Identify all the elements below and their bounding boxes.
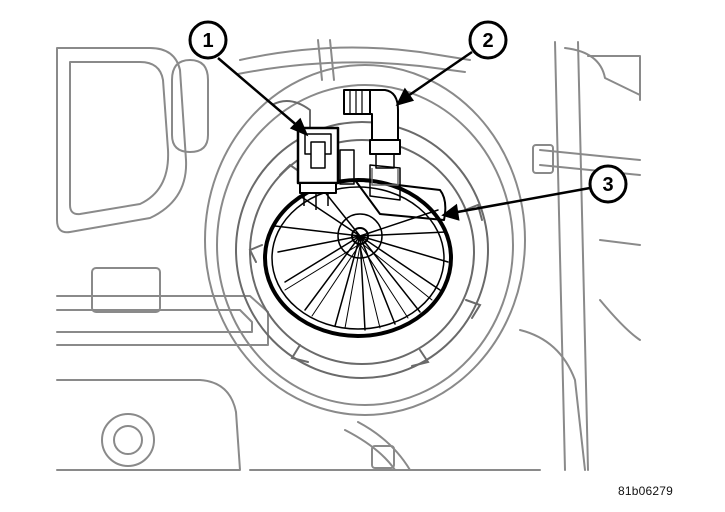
leader-2-arrow <box>395 87 415 106</box>
left-slot <box>171 59 209 153</box>
lower-left-hole-inner <box>113 425 143 455</box>
fuel-line-nipple <box>375 154 395 169</box>
callout-3-circle <box>588 164 628 204</box>
connector-wire <box>271 100 311 130</box>
tank-opening <box>204 64 526 416</box>
lock-ring-tab-6 <box>248 244 263 263</box>
flange-rib-doubles <box>284 241 433 329</box>
pump-module-flange <box>263 164 453 338</box>
callout-1-circle <box>188 20 228 60</box>
hose-lower-2 <box>357 421 411 471</box>
leader-1 <box>217 57 301 129</box>
fuel-line-fitting <box>343 89 401 186</box>
fuel-line-collar <box>369 139 401 155</box>
connector-pins <box>303 193 329 210</box>
lock-ring-tab-5 <box>411 349 430 367</box>
lower-left-shape <box>56 379 241 471</box>
background-structure <box>56 39 641 471</box>
right-lower-3 <box>599 299 641 341</box>
top-strap-2 <box>237 61 466 75</box>
left-upper-panel <box>56 47 188 234</box>
strap-block <box>91 267 161 313</box>
left-strap <box>56 295 269 346</box>
callout-1-number: 1 <box>202 30 213 52</box>
figure-id-label: 81b06279 <box>618 484 673 498</box>
fuel-line-end <box>343 89 371 115</box>
lock-ring-outer <box>235 121 489 379</box>
callout-1: 1 <box>188 20 228 60</box>
leader-1-arrow <box>289 117 309 137</box>
connector-lock <box>310 141 326 169</box>
fuel-line-ribs <box>349 90 363 114</box>
leader-3-arrow <box>441 203 460 221</box>
callout-3: 3 <box>588 164 628 204</box>
fuel-line-neck <box>371 168 399 186</box>
callout-2-circle <box>468 20 508 60</box>
leader-3 <box>451 186 591 215</box>
connector-base <box>299 182 337 194</box>
callout-2: 2 <box>468 20 508 60</box>
hose-lower <box>344 429 396 471</box>
flange-housing <box>354 179 447 221</box>
right-cross-2 <box>539 164 641 176</box>
left-upper-panel-inner <box>69 61 170 216</box>
lower-clip <box>371 445 395 469</box>
lock-ring-tab-3 <box>465 299 482 319</box>
flange-inner <box>271 186 445 330</box>
tank-ring-2 <box>216 84 514 406</box>
right-rail <box>554 41 566 471</box>
right-cross <box>539 149 641 161</box>
top-strap <box>239 46 471 61</box>
flange-ribs <box>274 185 449 331</box>
right-rail-2 <box>577 41 589 471</box>
lock-ring-tab-2 <box>464 203 483 221</box>
callout-leaders <box>217 50 591 221</box>
lock-ring-inner <box>249 139 475 365</box>
right-lower-2 <box>599 239 641 246</box>
callout-3-number: 3 <box>602 174 613 196</box>
top-detail <box>317 39 335 81</box>
lock-ring-tab-4 <box>290 344 309 363</box>
callout-2-number: 2 <box>482 30 493 52</box>
lock-ring-tab-1 <box>279 163 301 176</box>
connector-socket <box>339 149 355 185</box>
fuel-line-elbow <box>369 89 399 141</box>
right-lower <box>519 329 586 471</box>
tank-outer-ring <box>204 64 526 416</box>
flange-hub-ring <box>337 213 383 259</box>
lower-left-hole <box>101 413 155 467</box>
right-bracket-upper <box>587 55 641 101</box>
left-strap-inner <box>56 309 253 333</box>
right-clip <box>532 144 554 174</box>
electrical-connector <box>271 100 355 210</box>
right-bracket-top <box>564 47 641 96</box>
flange-housing-2 <box>369 164 401 201</box>
leader-2 <box>404 50 473 100</box>
